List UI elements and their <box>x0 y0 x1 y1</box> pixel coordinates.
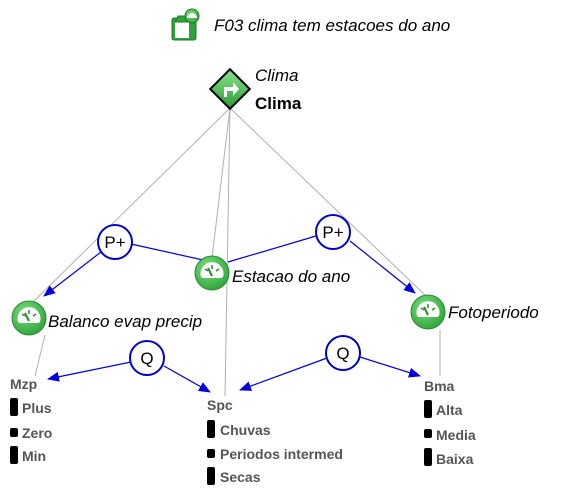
value-marker-point <box>10 428 18 437</box>
proportionality-left-label: P+ <box>104 233 125 252</box>
entity-name-bold: Clima <box>255 94 302 113</box>
link-clima-spc <box>224 107 231 397</box>
quantity-balanco[interactable]: Balanco evap precip <box>11 300 202 336</box>
value-label: Zero <box>22 425 52 441</box>
proportionality-right-label: P+ <box>322 223 343 242</box>
correspondence-right-label: Q <box>336 344 349 363</box>
value-marker-interval <box>424 400 432 418</box>
value-label: Media <box>436 427 476 443</box>
quantity-gauge-icon <box>194 255 230 291</box>
entity-diamond-icon <box>208 67 252 111</box>
quantity-space-name: Bma <box>424 378 455 394</box>
value-label: Min <box>22 448 46 464</box>
quantity-gauge-icon <box>11 300 47 336</box>
proportionality-left[interactable]: P+ <box>97 224 133 260</box>
value-marker-interval <box>10 446 18 464</box>
q-left-to-spc <box>163 365 211 393</box>
structural-lines <box>29 107 441 397</box>
quantity-balanco-label: Balanco evap precip <box>48 312 202 331</box>
p-right-from-estacao <box>227 235 317 263</box>
quantity-space-name: Mzp <box>10 376 37 392</box>
link-clima-balanco <box>29 107 231 306</box>
quantity-space-name: Spc <box>207 397 233 413</box>
quantity-space-bma: Bma Alta Media Baixa <box>424 378 476 467</box>
value-marker-point <box>207 449 215 458</box>
quantity-gauge-icon <box>410 294 446 330</box>
quantity-space-spc: Spc Chuvas Periodos intermed Secas <box>207 397 343 485</box>
value-marker-interval <box>207 467 215 485</box>
value-label: Baixa <box>436 451 474 467</box>
link-clima-fotoperiodo <box>229 107 429 299</box>
title-label: F03 clima tem estacoes do ano <box>214 16 450 35</box>
quantity-estacao[interactable]: Estacao do ano <box>194 255 350 291</box>
title-group: F03 clima tem estacoes do ano <box>171 8 450 41</box>
proportionality-right[interactable]: P+ <box>315 214 351 250</box>
value-label: Periodos intermed <box>220 446 343 462</box>
quantity-estacao-label: Estacao do ano <box>232 267 350 286</box>
value-marker-interval <box>10 398 18 416</box>
value-label: Plus <box>22 400 52 416</box>
value-marker-interval <box>207 420 215 438</box>
link-clima-estacao <box>211 107 231 259</box>
link-balanco-mzp <box>34 334 46 377</box>
quantity-fotoperiodo[interactable]: Fotoperiodo <box>410 294 539 330</box>
model-fragment-icon <box>171 8 200 41</box>
value-marker-point <box>424 429 432 438</box>
entity-name-italic: Clima <box>255 66 298 85</box>
p-right-to-fotoperiodo <box>349 240 416 294</box>
value-label: Secas <box>220 469 261 485</box>
entity-clima[interactable]: Clima Clima <box>208 66 302 113</box>
p-left-to-balanco <box>43 251 102 297</box>
correspondence-left-label: Q <box>140 349 153 368</box>
q-right-to-bma <box>359 356 421 378</box>
quantity-fotoperiodo-label: Fotoperiodo <box>448 303 539 322</box>
correspondence-right[interactable]: Q <box>325 335 361 371</box>
q-left-to-mzp <box>47 361 132 382</box>
value-marker-interval <box>424 448 432 466</box>
p-left-from-estacao <box>130 243 213 263</box>
quantity-space-mzp: Mzp Plus Zero Min <box>10 376 52 464</box>
causal-links <box>43 235 421 393</box>
value-label: Chuvas <box>220 422 271 438</box>
value-label: Alta <box>436 402 463 418</box>
correspondence-left[interactable]: Q <box>129 340 165 376</box>
q-right-to-spc <box>239 357 328 391</box>
